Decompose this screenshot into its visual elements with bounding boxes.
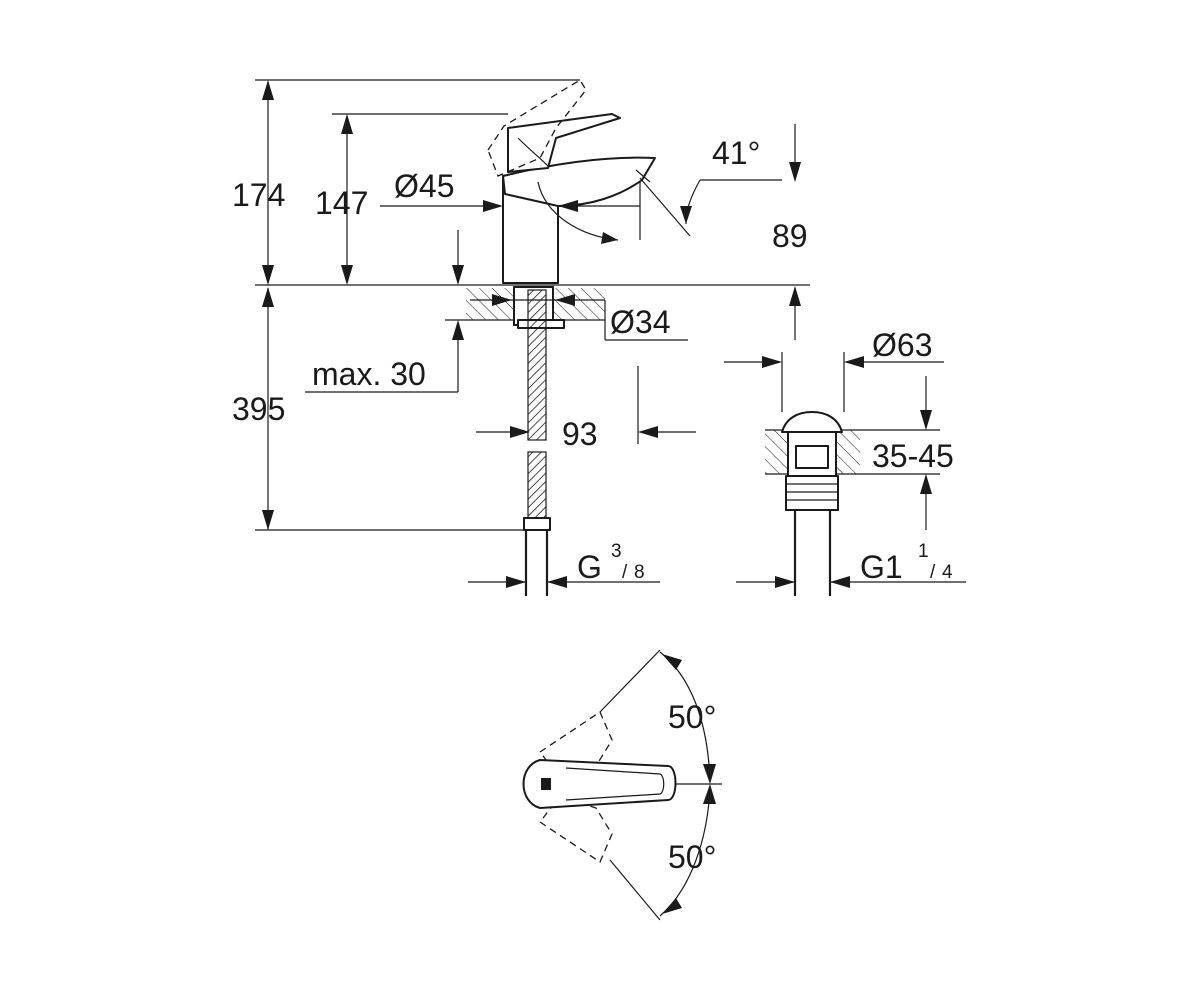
label-thread-base: G — [577, 549, 602, 585]
label-spout-angle: 41° — [712, 135, 760, 171]
label-waste-thread-den: 4 — [942, 562, 953, 583]
faucet-top-view — [522, 649, 722, 921]
label-waste-thread-num: 1 — [918, 541, 929, 562]
label-height-total: 174 — [232, 177, 285, 213]
label-waste-diameter: Ø63 — [872, 327, 932, 363]
waste-side-view — [724, 352, 966, 596]
label-spout-height: 89 — [772, 218, 808, 254]
label-hose-length: 395 — [232, 391, 285, 427]
label-thread-slash: / — [622, 562, 628, 583]
label-waste-thread-slash: / — [930, 562, 936, 583]
label-max-deck: max. 30 — [312, 356, 426, 392]
label-reach: 93 — [562, 416, 598, 452]
dimension-labels: 174 147 Ø45 41° 89 Ø34 max. 30 395 93 G … — [232, 135, 954, 875]
label-waste-thickness: 35-45 — [872, 438, 954, 474]
label-waste-thread-base: G1 — [860, 549, 903, 585]
label-swivel-bottom: 50° — [668, 839, 716, 875]
label-height-spout: 147 — [315, 185, 368, 221]
label-hole-diameter: Ø34 — [610, 304, 670, 340]
label-thread-den: 8 — [634, 562, 645, 583]
label-thread-num: 3 — [611, 541, 622, 562]
label-swivel-top: 50° — [668, 699, 716, 735]
faucet-side-view — [255, 79, 810, 596]
label-body-diameter: Ø45 — [394, 168, 454, 204]
